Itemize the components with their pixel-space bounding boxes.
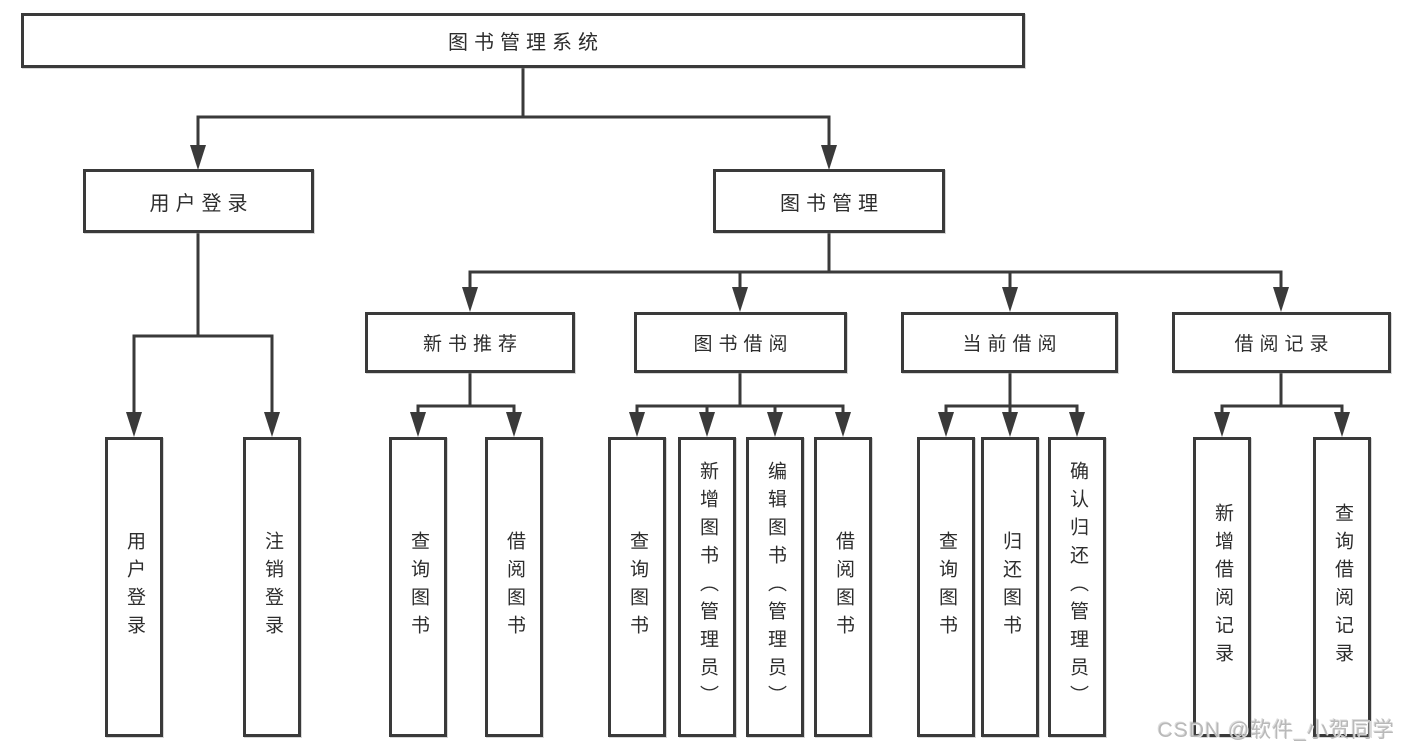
- arrow-icon: [1334, 412, 1350, 437]
- arrow-icon: [1002, 287, 1018, 312]
- arrow-icon: [732, 287, 748, 312]
- arrow-icon: [835, 412, 851, 437]
- arrow-icon: [506, 412, 522, 437]
- connector-paths: [132, 68, 1344, 416]
- arrow-icon: [1069, 412, 1085, 437]
- leaf-logout: 注销登录: [243, 437, 301, 737]
- arrow-icon: [767, 412, 783, 437]
- leaf-return-books: 归还图书: [981, 437, 1039, 737]
- arrow-icon: [938, 412, 954, 437]
- leaf-add-books-admin: 新增图书（管理员）: [678, 437, 736, 737]
- arrow-icon: [629, 412, 645, 437]
- leaf-query-books-current: 查询图书: [917, 437, 975, 737]
- arrow-icon: [1002, 412, 1018, 437]
- arrow-icon: [462, 287, 478, 312]
- leaf-user-login: 用户登录: [105, 437, 163, 737]
- node-book-management: 图书管理: [713, 169, 945, 233]
- leaf-query-books-recommend: 查询图书: [389, 437, 447, 737]
- arrow-icon: [1273, 287, 1289, 312]
- arrowheads: [126, 145, 1350, 437]
- leaf-confirm-return-admin: 确认归还（管理员）: [1048, 437, 1106, 737]
- node-new-book-recommend: 新书推荐: [365, 312, 575, 373]
- arrow-icon: [190, 145, 206, 170]
- arrow-icon: [821, 145, 837, 170]
- arrow-icon: [1214, 412, 1230, 437]
- watermark: CSDN @软件_小贺同学: [1157, 719, 1395, 742]
- leaf-edit-books-admin: 编辑图书（管理员）: [746, 437, 804, 737]
- leaf-borrow-books-recommend: 借阅图书: [485, 437, 543, 737]
- leaf-query-borrow-record: 查询借阅记录: [1313, 437, 1371, 737]
- arrow-icon: [264, 412, 280, 437]
- arrow-icon: [410, 412, 426, 437]
- arrow-icon: [699, 412, 715, 437]
- arrow-icon: [126, 412, 142, 437]
- node-book-borrowing: 图书借阅: [634, 312, 847, 373]
- node-borrowing-records: 借阅记录: [1172, 312, 1391, 373]
- leaf-query-books-borrow: 查询图书: [608, 437, 666, 737]
- node-user-login: 用户登录: [83, 169, 314, 233]
- node-root-library-system: 图书管理系统: [21, 13, 1025, 68]
- leaf-add-borrow-record: 新增借阅记录: [1193, 437, 1251, 737]
- node-current-borrowing: 当前借阅: [901, 312, 1118, 373]
- leaf-borrow-books-borrow: 借阅图书: [814, 437, 872, 737]
